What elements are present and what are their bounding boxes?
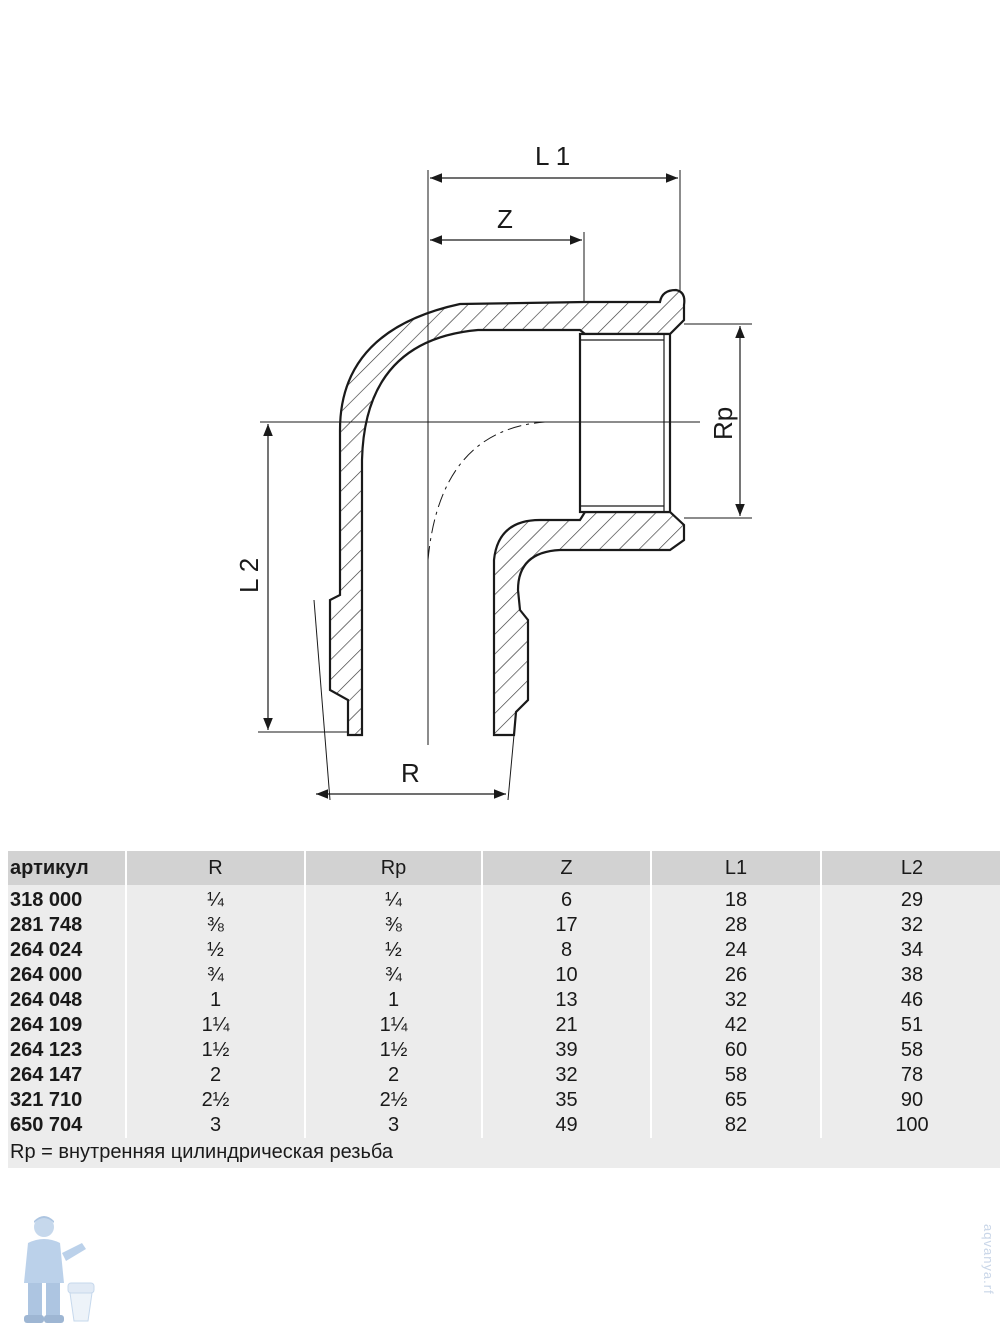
cell-z: 49 bbox=[483, 1113, 650, 1138]
cell-z: 35 bbox=[483, 1088, 650, 1113]
cell-rp: ½ bbox=[306, 938, 481, 963]
cell-l1: 58 bbox=[652, 1063, 820, 1088]
plumber-mascot-icon bbox=[24, 1216, 95, 1323]
l2-label: L 2 bbox=[234, 558, 264, 593]
cell-z: 32 bbox=[483, 1063, 650, 1088]
elbow-wall-outer bbox=[328, 288, 686, 737]
elbow-wall-inner bbox=[492, 510, 686, 737]
cell-r: 3 bbox=[127, 1113, 304, 1138]
cell-r: 2½ bbox=[127, 1088, 304, 1113]
footnote: Rp = внутренняя цилиндрическая резьба bbox=[8, 1138, 1000, 1168]
cell-r: ¼ bbox=[127, 885, 304, 913]
cell-l2: 90 bbox=[822, 1088, 1000, 1113]
cell-l2: 78 bbox=[822, 1063, 1000, 1088]
cell-l2: 46 bbox=[822, 988, 1000, 1013]
cell-l1: 24 bbox=[652, 938, 820, 963]
cell-rp: 3 bbox=[306, 1113, 481, 1138]
cell-article: 321 710 bbox=[8, 1088, 125, 1113]
cell-rp: ⅜ bbox=[306, 913, 481, 938]
watermark: aqvanya.rf bbox=[978, 1224, 998, 1324]
col-header-z: Z bbox=[483, 851, 650, 885]
cell-rp: 1 bbox=[306, 988, 481, 1013]
cell-l1: 18 bbox=[652, 885, 820, 913]
cell-rp: 2½ bbox=[306, 1088, 481, 1113]
cell-rp: ¼ bbox=[306, 885, 481, 913]
col-header-r: R bbox=[127, 851, 304, 885]
z-label: Z bbox=[497, 204, 513, 234]
col-header-rp: Rp bbox=[306, 851, 481, 885]
cell-l2: 58 bbox=[822, 1038, 1000, 1063]
cell-l2: 100 bbox=[822, 1113, 1000, 1138]
cell-z: 8 bbox=[483, 938, 650, 963]
cell-l2: 29 bbox=[822, 885, 1000, 913]
cell-l2: 51 bbox=[822, 1013, 1000, 1038]
cell-rp: 2 bbox=[306, 1063, 481, 1088]
cell-r: 2 bbox=[127, 1063, 304, 1088]
cell-r: ⅜ bbox=[127, 913, 304, 938]
r-label: R bbox=[401, 758, 420, 788]
cell-rp: 1½ bbox=[306, 1038, 481, 1063]
col-header-article: артикул bbox=[8, 851, 125, 885]
cell-r: 1½ bbox=[127, 1038, 304, 1063]
cell-z: 10 bbox=[483, 963, 650, 988]
cell-article: 264 147 bbox=[8, 1063, 125, 1088]
cell-article: 264 123 bbox=[8, 1038, 125, 1063]
cell-article: 264 109 bbox=[8, 1013, 125, 1038]
cell-article: 281 748 bbox=[8, 913, 125, 938]
cell-l1: 28 bbox=[652, 913, 820, 938]
cell-l1: 60 bbox=[652, 1038, 820, 1063]
cell-z: 6 bbox=[483, 885, 650, 913]
cell-article: 264 024 bbox=[8, 938, 125, 963]
cell-r: ½ bbox=[127, 938, 304, 963]
cell-r: 1 bbox=[127, 988, 304, 1013]
cell-l2: 34 bbox=[822, 938, 1000, 963]
col-header-l2: L2 bbox=[822, 851, 1000, 885]
cell-l1: 26 bbox=[652, 963, 820, 988]
cell-rp: ¾ bbox=[306, 963, 481, 988]
watermark-text: aqvanya.rf bbox=[981, 1224, 996, 1295]
cell-article: 264 000 bbox=[8, 963, 125, 988]
cell-r: 1¼ bbox=[127, 1013, 304, 1038]
cell-z: 13 bbox=[483, 988, 650, 1013]
cell-rp: 1¼ bbox=[306, 1013, 481, 1038]
rp-bore bbox=[578, 332, 672, 514]
cell-article: 650 704 bbox=[8, 1113, 125, 1138]
cell-l1: 32 bbox=[652, 988, 820, 1013]
cell-l2: 32 bbox=[822, 913, 1000, 938]
l1-label: L 1 bbox=[535, 141, 570, 171]
bend-centerline bbox=[427, 421, 546, 561]
cell-l2: 38 bbox=[822, 963, 1000, 988]
cell-r: ¾ bbox=[127, 963, 304, 988]
rp-label: Rp bbox=[708, 407, 738, 440]
cell-l1: 82 bbox=[652, 1113, 820, 1138]
cell-l1: 65 bbox=[652, 1088, 820, 1113]
cell-z: 21 bbox=[483, 1013, 650, 1038]
cell-z: 39 bbox=[483, 1038, 650, 1063]
cell-article: 318 000 bbox=[8, 885, 125, 913]
elbow-fitting-drawing: L 1 Z Rp L 2 R bbox=[234, 141, 752, 801]
cell-article: 264 048 bbox=[8, 988, 125, 1013]
col-header-l1: L1 bbox=[652, 851, 820, 885]
table-header-row: артикул R Rp Z L1 L2 bbox=[8, 851, 1000, 885]
cell-l1: 42 bbox=[652, 1013, 820, 1038]
cell-z: 17 bbox=[483, 913, 650, 938]
